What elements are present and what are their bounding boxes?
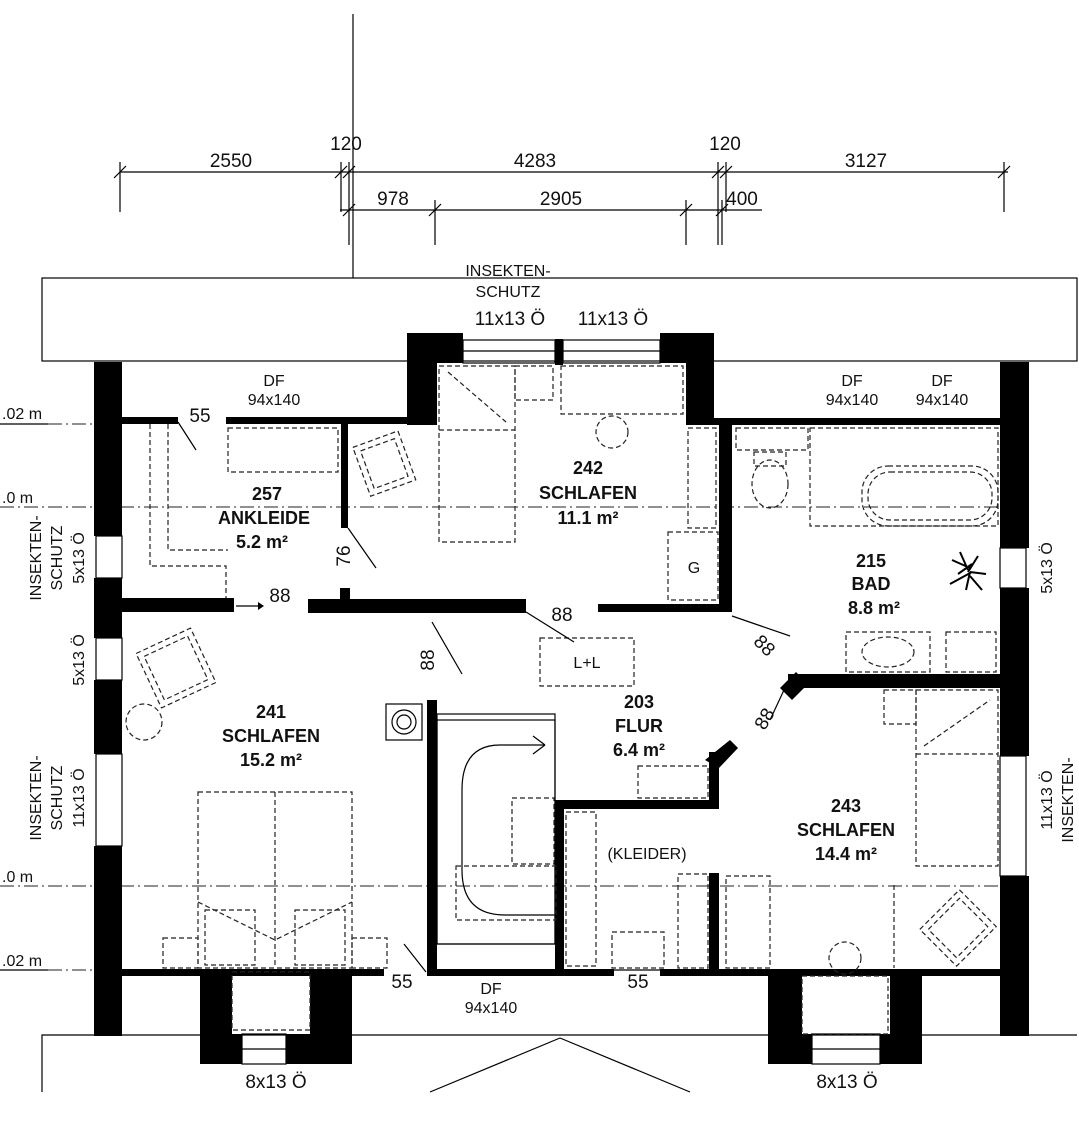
door-size-55-c: 55 — [627, 972, 648, 993]
df-size-3: 94x140 — [916, 392, 969, 409]
df-label-4: DF — [480, 981, 502, 998]
room-243-name: SCHLAFEN — [797, 820, 895, 840]
furniture — [125, 365, 999, 1035]
ll-label: L+L — [573, 655, 600, 672]
room-215-area: 8.8 m² — [848, 598, 900, 618]
insektenschutz-left-lower-line2: SCHUTZ — [49, 765, 66, 830]
room-257-name: ANKLEIDE — [218, 508, 310, 528]
level-label-2: .0 m — [2, 490, 33, 507]
dim-120-right: 120 — [709, 134, 741, 155]
window-label-top-left: 11x13 Ö — [475, 309, 545, 330]
room-242-number: 242 — [573, 458, 603, 478]
door-size-76: 76 — [334, 545, 355, 566]
insektenschutz-left-lower-line1: INSEKTEN- — [28, 755, 45, 840]
roof-eave-bottom — [41, 1034, 1077, 1093]
door-size-88-a: 88 — [269, 586, 290, 607]
room-257-area: 5.2 m² — [236, 532, 288, 552]
df-size-1: 94x140 — [248, 392, 301, 409]
room-243-area: 14.4 m² — [815, 844, 877, 864]
insektenschutz-right: INSEKTEN- — [1060, 757, 1077, 842]
room-241-area: 15.2 m² — [240, 750, 302, 770]
door-size-55-a: 55 — [189, 406, 210, 427]
window-label-right-1: 5x13 Ö — [1038, 542, 1056, 594]
bath-wall-stub — [780, 672, 808, 700]
room-242-name: SCHLAFEN — [539, 483, 637, 503]
insektenschutz-left-upper-line2: SCHUTZ — [49, 525, 66, 590]
room-215-number: 215 — [856, 551, 886, 571]
window-label-left-1: 5x13 Ö — [70, 532, 88, 584]
level-label-1: .02 m — [2, 406, 42, 423]
dim-2550: 2550 — [210, 151, 252, 172]
df-size-4: 94x140 — [465, 1000, 518, 1017]
door-size-88-c: 88 — [551, 605, 572, 626]
windows — [95, 339, 1027, 1065]
dim-978: 978 — [377, 189, 409, 210]
dim-3127: 3127 — [845, 151, 887, 172]
room-243-number: 243 — [831, 796, 861, 816]
level-label-3: .0 m — [2, 869, 33, 886]
level-label-4: .02 m — [2, 953, 42, 970]
window-label-bottom-right: 8x13 Ö — [816, 1072, 877, 1093]
insektenschutz-left-upper-line1: INSEKTEN- — [28, 515, 45, 600]
stair-wall-stub — [705, 740, 738, 768]
df-size-2: 94x140 — [826, 392, 879, 409]
dim-400: 400 — [726, 189, 758, 210]
room-241-name: SCHLAFEN — [222, 726, 320, 746]
room-203-area: 6.4 m² — [613, 740, 665, 760]
dim-4283: 4283 — [514, 151, 556, 172]
door-swings — [177, 421, 791, 973]
room-215-name: BAD — [852, 574, 891, 594]
window-label-bottom-left: 8x13 Ö — [245, 1072, 306, 1093]
walls — [94, 333, 1029, 1064]
appliance-g-label: G — [688, 560, 700, 577]
room-203-name: FLUR — [615, 716, 663, 736]
axis-lines — [0, 423, 1000, 971]
insektenschutz-top-line1: INSEKTEN- — [465, 263, 550, 280]
insektenschutz-top-line2: SCHUTZ — [476, 284, 541, 301]
window-label-right-2: 11x13 Ö — [1038, 770, 1056, 829]
window-label-top-right: 11x13 Ö — [578, 309, 648, 330]
door-size-88-d: 88 — [749, 631, 779, 661]
df-label-1: DF — [263, 373, 285, 390]
df-label-3: DF — [931, 373, 953, 390]
dim-120-left: 120 — [330, 134, 362, 155]
room-257-number: 257 — [252, 484, 282, 504]
door-size-88-b: 88 — [418, 649, 439, 670]
dimension-chain-top: 2550 120 4283 120 3127 — [113, 14, 1011, 278]
dim-2905: 2905 — [540, 189, 582, 210]
room-241-number: 241 — [256, 702, 286, 722]
room-242-area: 11.1 m² — [557, 508, 618, 528]
window-label-left-2: 5x13 Ö — [70, 634, 88, 686]
df-label-2: DF — [841, 373, 863, 390]
door-size-55-b: 55 — [391, 972, 412, 993]
window-label-left-3: 11x13 Ö — [70, 768, 88, 827]
kleider-label: (KLEIDER) — [607, 846, 686, 863]
room-203-number: 203 — [624, 692, 654, 712]
dimension-chain-second: 978 2905 400 — [340, 189, 762, 245]
